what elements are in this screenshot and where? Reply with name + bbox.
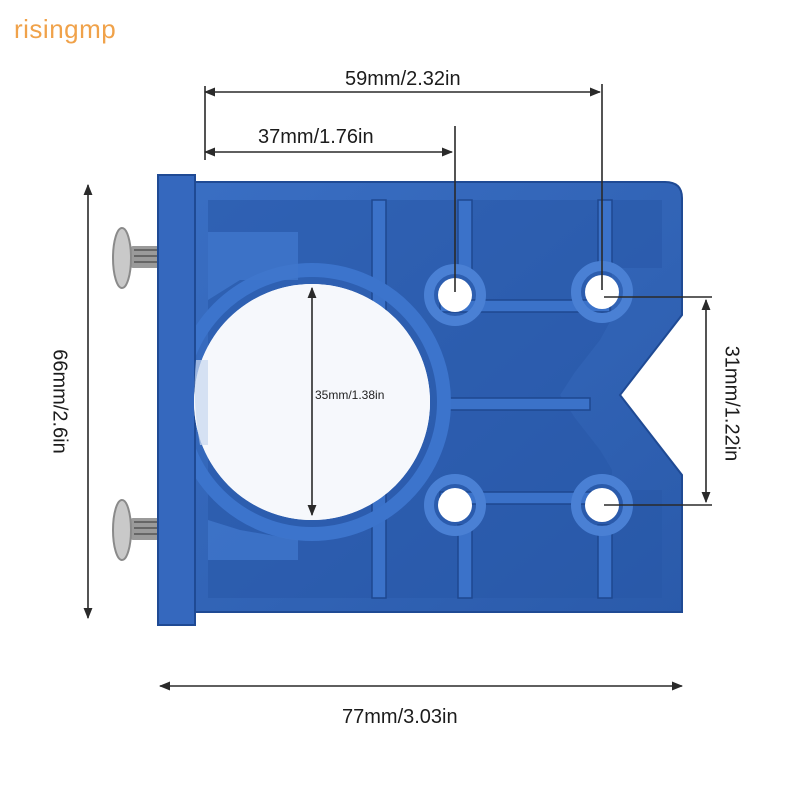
dimension-right-spacing: 31mm/1.22in xyxy=(720,345,743,462)
dimension-top-narrow: 37mm/1.76in xyxy=(258,126,374,148)
dimension-bottom-width: 77mm/3.03in xyxy=(342,706,458,728)
watermark-text: risingmp xyxy=(14,14,117,44)
dimension-top-wide: 59mm/2.32in xyxy=(345,68,461,90)
dimension-lines xyxy=(83,84,712,691)
bottom-screw xyxy=(112,499,160,561)
dimension-bore-diameter: 35mm/1.38in xyxy=(315,388,385,402)
dimension-left-height: 66mm/2.6in xyxy=(48,349,71,454)
top-screw xyxy=(112,227,160,289)
